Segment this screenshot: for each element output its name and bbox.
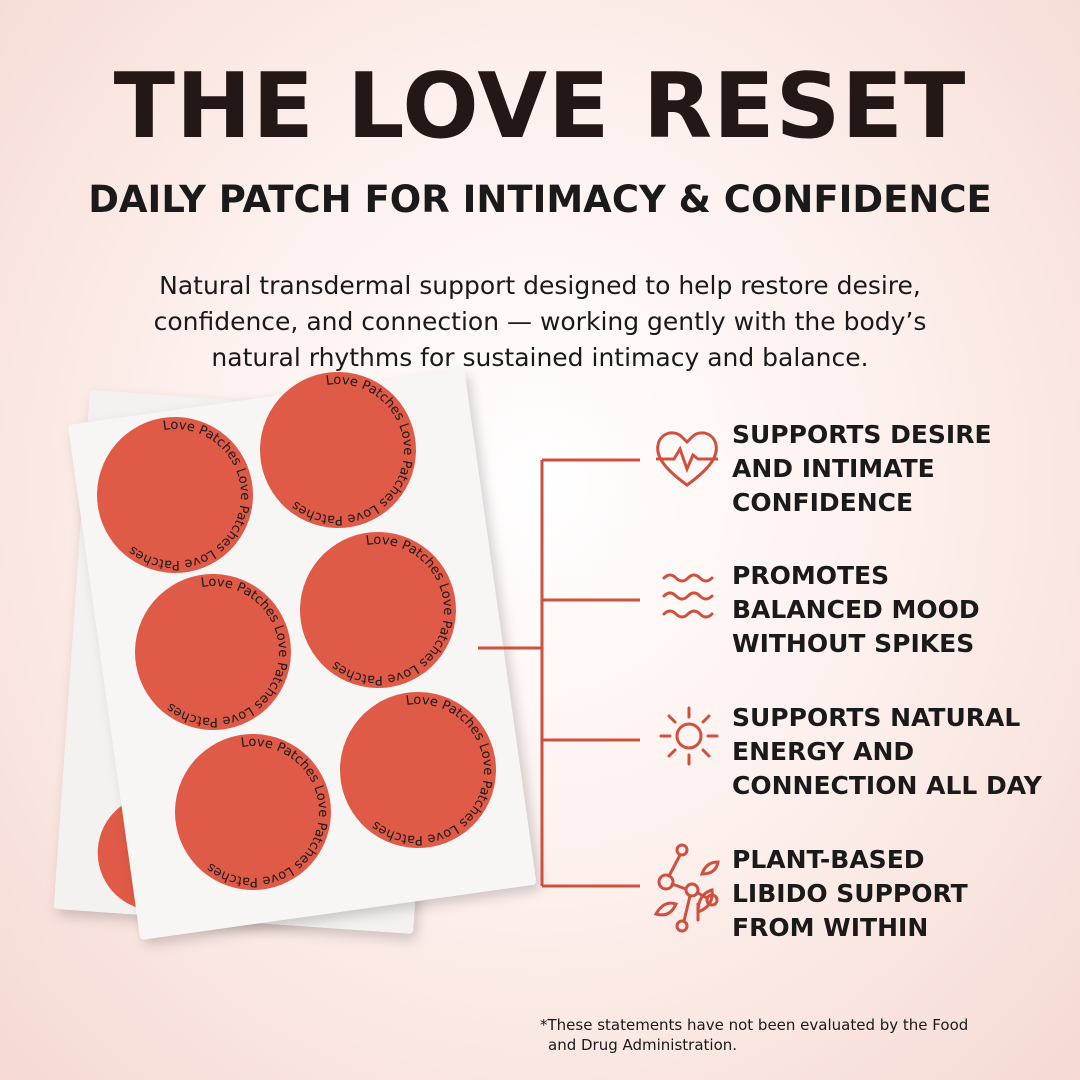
waves-icon <box>662 573 714 619</box>
benefit-line: ENERGY AND <box>732 737 915 766</box>
sun-icon <box>659 706 719 766</box>
benefit-mood: PROMOTES BALANCED MOOD WITHOUT SPIKES <box>732 559 980 661</box>
fda-disclaimer: *These statements have not been evaluate… <box>540 1015 968 1055</box>
benefit-line: CONFIDENCE <box>732 488 914 517</box>
description-line: confidence, and connection — working gen… <box>153 307 927 336</box>
disclaimer-line: *These statements have not been evaluate… <box>540 1016 969 1034</box>
benefit-line: SUPPORTS NATURAL <box>732 703 1021 732</box>
benefit-energy: SUPPORTS NATURAL ENERGY AND CONNECTION A… <box>732 701 1042 803</box>
benefit-line: BALANCED MOOD <box>732 595 980 624</box>
description-line: Natural transdermal support designed to … <box>159 271 921 300</box>
benefit-line: LIBIDO SUPPORT <box>732 879 968 908</box>
description: Natural transdermal support designed to … <box>60 268 1020 376</box>
benefit-line: WITHOUT SPIKES <box>732 629 975 658</box>
benefit-line: FROM WITHIN <box>732 913 929 942</box>
connector-lines <box>478 458 640 888</box>
benefit-plant-based: PLANT-BASED LIBIDO SUPPORT FROM WITHIN <box>732 843 968 945</box>
patch: Love Patches Love Patches Love Patches <box>175 723 342 898</box>
benefit-desire: SUPPORTS DESIRE AND INTIMATE CONFIDENCE <box>732 418 992 520</box>
patch: Love Patches Love Patches Love Patches <box>340 681 507 856</box>
page-title: THE LOVE RESET <box>113 54 967 159</box>
benefit-line: SUPPORTS DESIRE <box>732 420 992 449</box>
disclaimer-line: and Drug Administration. <box>548 1036 738 1054</box>
plant-molecule-icon <box>653 843 720 933</box>
page-subtitle: DAILY PATCH FOR INTIMACY & CONFIDENCE <box>88 178 992 221</box>
benefit-line: CONNECTION ALL DAY <box>732 771 1042 800</box>
benefit-line: AND INTIMATE <box>732 454 935 483</box>
benefit-line: PLANT-BASED <box>732 845 925 874</box>
description-line: natural rhythms for sustained intimacy a… <box>211 343 869 372</box>
heart-pulse-icon <box>656 431 718 487</box>
benefit-line: PROMOTES <box>732 561 890 590</box>
